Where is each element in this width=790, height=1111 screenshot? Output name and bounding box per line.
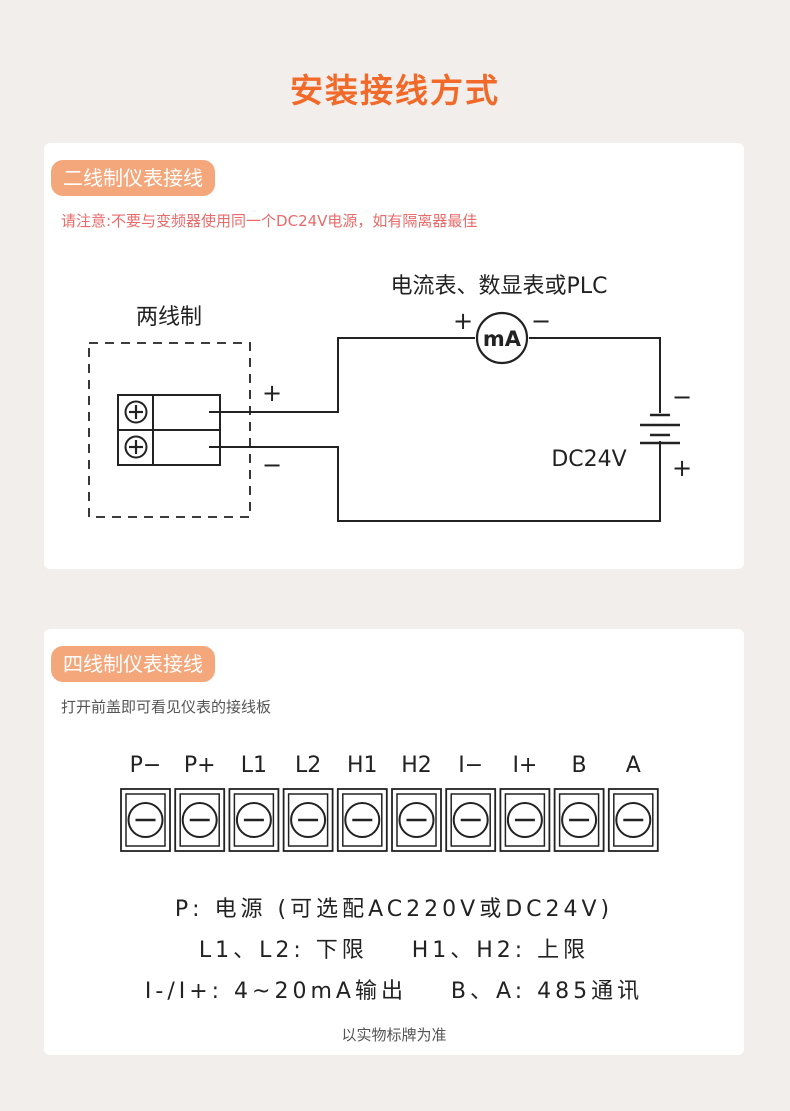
battery-icon (640, 413, 680, 445)
terminal-label: L1 (241, 753, 267, 778)
two-wire-card: 二线制仪表接线 请注意:不要与变频器使用同一个DC24V电源，如有隔离器最佳 两… (44, 143, 744, 569)
terminal-screw (228, 788, 280, 852)
positive-wire (209, 337, 475, 413)
terminal-label: I− (458, 753, 483, 778)
terminal-screw (174, 788, 226, 852)
slot-screw-icon (398, 802, 435, 838)
meter-plus-label: + (453, 307, 473, 335)
slot-screw-icon (235, 802, 272, 838)
slot-screw-icon (615, 802, 652, 838)
meter-to-supply-wire (529, 337, 661, 413)
device-dashed-box (88, 342, 251, 518)
supply-plus-label: + (672, 454, 692, 482)
supply-minus-label: − (672, 383, 692, 411)
terminal-screw (499, 788, 551, 852)
terminal-minus-label: − (262, 451, 282, 479)
terminal-label: B (572, 753, 587, 778)
screw-icon (124, 400, 148, 424)
terminal-label: A (626, 753, 641, 778)
device-label: 两线制 (136, 305, 202, 330)
meter-label: 电流表、数显表或PLC (391, 274, 608, 299)
terminal-label: H2 (401, 753, 432, 778)
slot-screw-icon (561, 802, 598, 838)
supply-label: DC24V (551, 447, 626, 472)
slot-screw-icon (506, 802, 543, 838)
terminal-screw (120, 788, 171, 852)
meter-minus-label: − (531, 307, 551, 335)
terminal-screw (445, 788, 497, 852)
slot-screw-icon (127, 802, 164, 838)
terminal-label: I+ (512, 753, 537, 778)
ammeter-icon (475, 311, 529, 365)
terminal-screw (607, 788, 659, 852)
terminal-label: P+ (184, 753, 216, 778)
two-wire-note: 请注意:不要与变频器使用同一个DC24V电源，如有隔离器最佳 (61, 212, 478, 230)
terminal-screw (336, 788, 388, 852)
footnote: 以实物标牌为准 (341, 1026, 447, 1044)
two-wire-diagram: 两线制 + − 电流表、数显表或PLC mA (88, 274, 692, 522)
legend-limits: L1、L2: 下限 H1、H2: 上限 (198, 938, 590, 963)
terminal-screw (391, 788, 442, 852)
legend-output: I-/I+: 4~20mA输出 B、A: 485通讯 (144, 979, 644, 1004)
terminal-label: P− (130, 753, 162, 778)
slot-screw-icon (181, 802, 218, 838)
terminal-screw (553, 788, 605, 852)
terminal-plus-label: + (262, 379, 282, 407)
negative-wire (209, 441, 661, 522)
terminal-block (117, 394, 221, 466)
terminal-label: H1 (347, 753, 378, 778)
legend-power: P: 电源 (可选配AC220V或DC24V) (174, 897, 614, 922)
slot-screw-icon (344, 802, 381, 838)
slot-screw-icon (290, 802, 327, 838)
page-title: 安装接线方式 (290, 71, 500, 110)
four-wire-note: 打开前盖即可看见仪表的接线板 (61, 698, 272, 716)
terminal-screw (282, 788, 334, 852)
terminal-strip: P− P+ L1 L2 H1 H2 I− I+ B A (120, 753, 659, 852)
four-wire-card: 四线制仪表接线 打开前盖即可看见仪表的接线板 P− P+ L1 L2 H1 H2 I− I+ B… (44, 629, 744, 1055)
screw-icon (124, 435, 148, 459)
slot-screw-icon (452, 802, 489, 838)
four-wire-pill: 四线制仪表接线 (51, 646, 215, 682)
meter-symbol: mA (483, 327, 522, 351)
two-wire-pill: 二线制仪表接线 (51, 160, 215, 196)
terminal-label: L2 (295, 753, 321, 778)
